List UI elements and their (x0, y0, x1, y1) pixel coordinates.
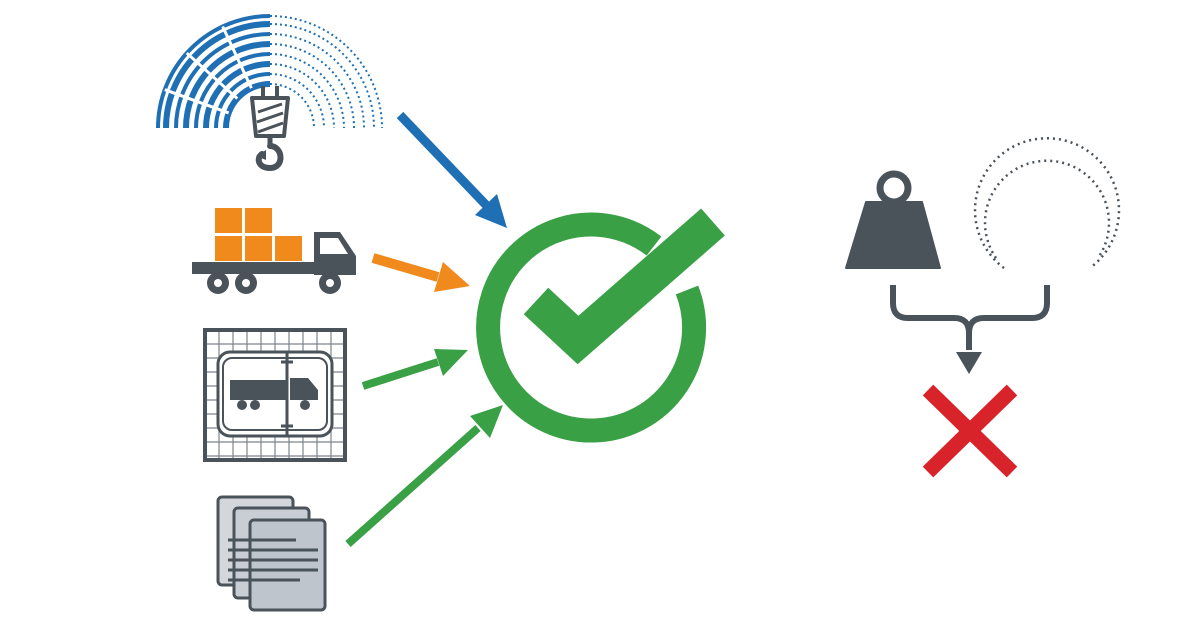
crane-radius-dotted-arc (269, 83, 315, 129)
crane-hook-icon (250, 86, 290, 172)
crane-radius-arc (163, 21, 271, 129)
crane-radius-dotted-arc (269, 23, 375, 129)
arrow-crane-to-check (396, 111, 507, 228)
crane-radius-spoke (221, 25, 253, 89)
crane-radius-arc (194, 52, 271, 129)
documents-stack-icon (216, 495, 327, 612)
crane-radius-dotted-arc (269, 43, 355, 129)
crane-load-chart-icon (156, 14, 383, 172)
crane-radius-dotted-arc (269, 63, 335, 129)
crane-radius-spoke (164, 88, 230, 115)
crane-radius-arc (203, 61, 271, 129)
crane-radius-dotted-arc (269, 53, 345, 129)
crane-radius-arc (156, 14, 271, 129)
crane-radius-dotted-arc (269, 73, 325, 129)
crane-radius-spoke (185, 51, 239, 100)
red-x-icon (922, 384, 1018, 478)
dotted-radius-icon (973, 137, 1121, 270)
weight-icon (845, 170, 941, 269)
plan-truck-icon (230, 378, 318, 410)
loaded-truck-icon (192, 208, 356, 294)
crane-radius-solid-arcs (156, 14, 271, 129)
merge-connector (890, 285, 1050, 374)
crane-radius-spokes (164, 25, 253, 115)
crane-radius-arc (214, 72, 271, 129)
site-plan-grid-icon (203, 328, 347, 462)
cargo-boxes (215, 208, 302, 261)
arrow-truck-to-check (371, 253, 470, 292)
arrow-plan-to-check (361, 349, 468, 390)
arrow-docs-to-check (345, 405, 503, 547)
crane-radius-arc (174, 32, 271, 129)
document-text-lines (228, 538, 318, 582)
crane-radius-arc (223, 81, 271, 129)
crane-radius-dotted-arcs (269, 15, 383, 129)
checkmark-circle-icon (476, 208, 725, 443)
crane-radius-arc (183, 41, 271, 129)
